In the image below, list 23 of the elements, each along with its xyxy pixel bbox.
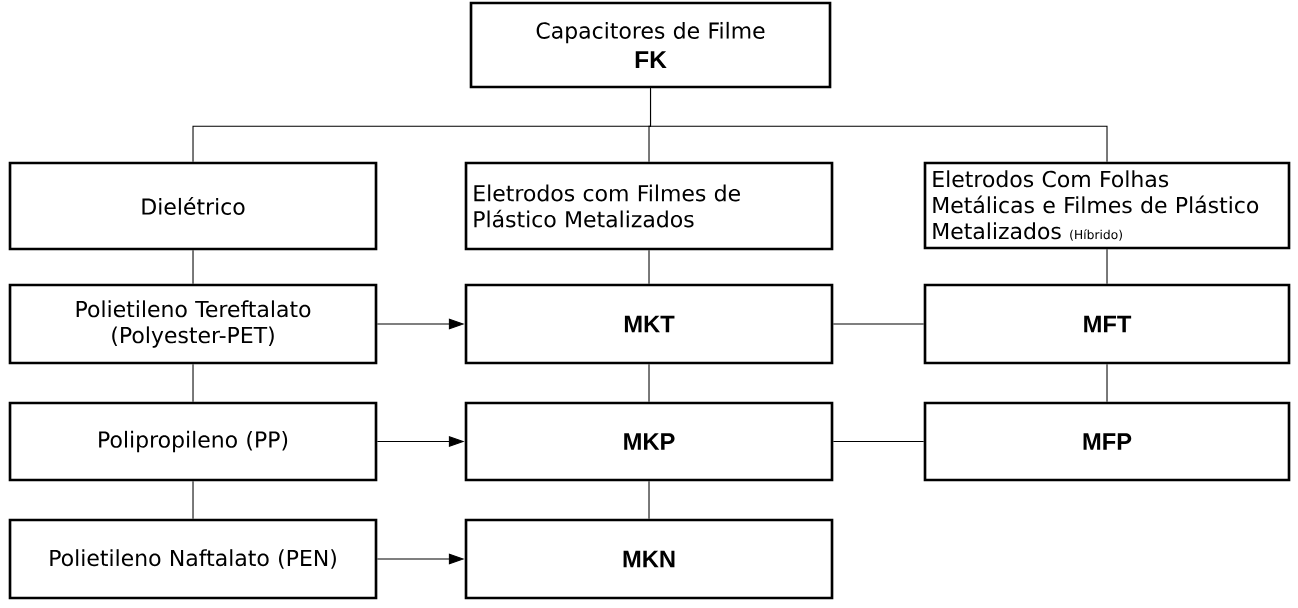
category-box: Eletrodos com Filmes de Plástico Metalizados: [464, 161, 834, 251]
connector: [648, 480, 650, 520]
type-box: MKP: [464, 401, 834, 482]
material-box: Polietileno Naftalato (PEN): [8, 518, 378, 600]
connector: [648, 363, 650, 403]
connector: [832, 323, 925, 325]
type-box: MKN: [464, 518, 834, 600]
type-box: MKT: [464, 283, 834, 365]
connector: [832, 440, 925, 443]
type-box: MFP: [923, 401, 1291, 482]
connector: [192, 249, 194, 285]
category-box: Dielétrico: [8, 161, 378, 251]
connector: [1106, 248, 1108, 285]
connector: [192, 480, 194, 520]
material-box: Polipropileno (PP): [8, 401, 378, 482]
material-box: Polietileno Tereftalato (Polyester-PET): [8, 283, 378, 365]
connector: [192, 363, 194, 403]
type-box: MFT: [923, 283, 1291, 365]
connector: [650, 87, 1108, 163]
header-box: Capacitores de Filme FK: [469, 1, 832, 89]
connector: [1106, 363, 1108, 403]
connector: [648, 249, 650, 285]
category-box: Eletrodos Com Folhas Metálicas e Filmes de Plástico Metalizados (Híbrido): [923, 161, 1291, 250]
